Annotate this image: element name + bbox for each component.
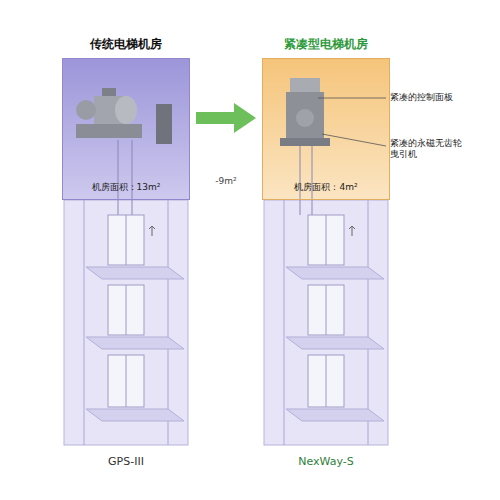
brake xyxy=(102,88,116,96)
callout-text: 紧凑的永磁无齿轮曳引机 xyxy=(390,138,466,161)
area-reduction-arrow xyxy=(196,112,234,124)
guide-rail xyxy=(284,200,285,445)
motor-end xyxy=(115,96,137,124)
room-area-text: 机房面积：13m² xyxy=(92,182,161,193)
door-split xyxy=(326,355,327,407)
leader-line xyxy=(322,134,386,146)
floor-slab xyxy=(286,337,384,349)
traction-machine xyxy=(76,88,142,138)
shaft-internals xyxy=(284,145,384,445)
floor-slab xyxy=(286,409,384,421)
door-split xyxy=(326,215,327,265)
landing-door xyxy=(108,215,144,265)
hoist-rope xyxy=(300,145,301,215)
control-panel xyxy=(290,78,320,92)
guide-rail xyxy=(368,200,369,445)
machine-base xyxy=(76,124,142,138)
machine-body xyxy=(286,92,324,140)
floor-slab xyxy=(86,409,184,421)
door-split xyxy=(126,355,127,407)
callout-text: 紧凑的控制面板 xyxy=(390,92,453,103)
door-split xyxy=(126,285,127,335)
floor-slab xyxy=(286,267,384,279)
guide-rail xyxy=(84,200,85,445)
model-name: NexWay-S xyxy=(298,455,354,469)
guide-rail xyxy=(168,200,169,445)
machine-room-box: 紧凑型电梯机房机房面积：4m² xyxy=(262,58,390,200)
landing-door xyxy=(108,285,144,335)
gearless-machine xyxy=(280,78,330,146)
elevator-shaft xyxy=(64,200,188,445)
floor-slab xyxy=(86,337,184,349)
room-area-text: 机房面积：4m² xyxy=(294,182,357,193)
sheave xyxy=(76,100,96,120)
machine-room-box: 传统电梯机房机房面积：13m² xyxy=(62,58,190,200)
edge-label: -9m² xyxy=(215,176,236,187)
landing-door xyxy=(308,215,344,265)
room-heading: 传统电梯机房 xyxy=(90,37,162,51)
leader-line xyxy=(318,98,386,99)
machine-room-fill xyxy=(262,58,390,200)
machine-base xyxy=(280,138,330,146)
hoist-rope xyxy=(312,145,313,215)
landing-door xyxy=(308,355,344,407)
landing-door xyxy=(308,285,344,335)
machine-room-fill xyxy=(62,58,190,200)
room-heading: 紧凑型电梯机房 xyxy=(284,37,368,51)
sheave xyxy=(296,109,314,127)
door-split xyxy=(326,285,327,335)
control-cabinet xyxy=(156,104,172,144)
hoist-rope xyxy=(118,140,119,215)
up-arrow xyxy=(349,226,355,236)
landing-door xyxy=(108,355,144,407)
elevator-shaft xyxy=(264,200,388,445)
hoist-rope xyxy=(132,140,133,215)
door-split xyxy=(126,215,127,265)
floor-slab xyxy=(86,267,184,279)
model-name: GPS-III xyxy=(108,455,144,469)
shaft-internals xyxy=(84,140,184,445)
up-arrow xyxy=(149,226,155,236)
